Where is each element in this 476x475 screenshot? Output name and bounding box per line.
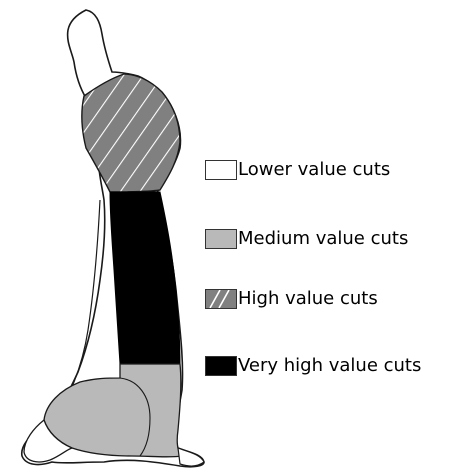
medium-value-swatch	[205, 229, 237, 249]
legend-label-medium-value: Medium value cuts	[238, 229, 408, 249]
very-high-value-region	[110, 192, 180, 364]
very-high-value-swatch	[205, 356, 237, 376]
legend-item-lower-value: Lower value cuts	[205, 158, 390, 182]
high-value-swatch	[205, 289, 237, 309]
legend-item-very-high-value: Very high value cuts	[205, 354, 421, 378]
high-value-region	[82, 74, 180, 192]
lower-value-swatch	[205, 160, 237, 180]
legend-label-very-high-value: Very high value cuts	[238, 356, 421, 376]
legend-label-lower-value: Lower value cuts	[238, 160, 390, 180]
legend-label-high-value: High value cuts	[238, 289, 378, 309]
medium-value-region	[44, 364, 182, 457]
legend-item-high-value: High value cuts	[205, 287, 378, 311]
shank-hoof	[178, 448, 204, 466]
legend-item-medium-value: Medium value cuts	[205, 227, 408, 251]
